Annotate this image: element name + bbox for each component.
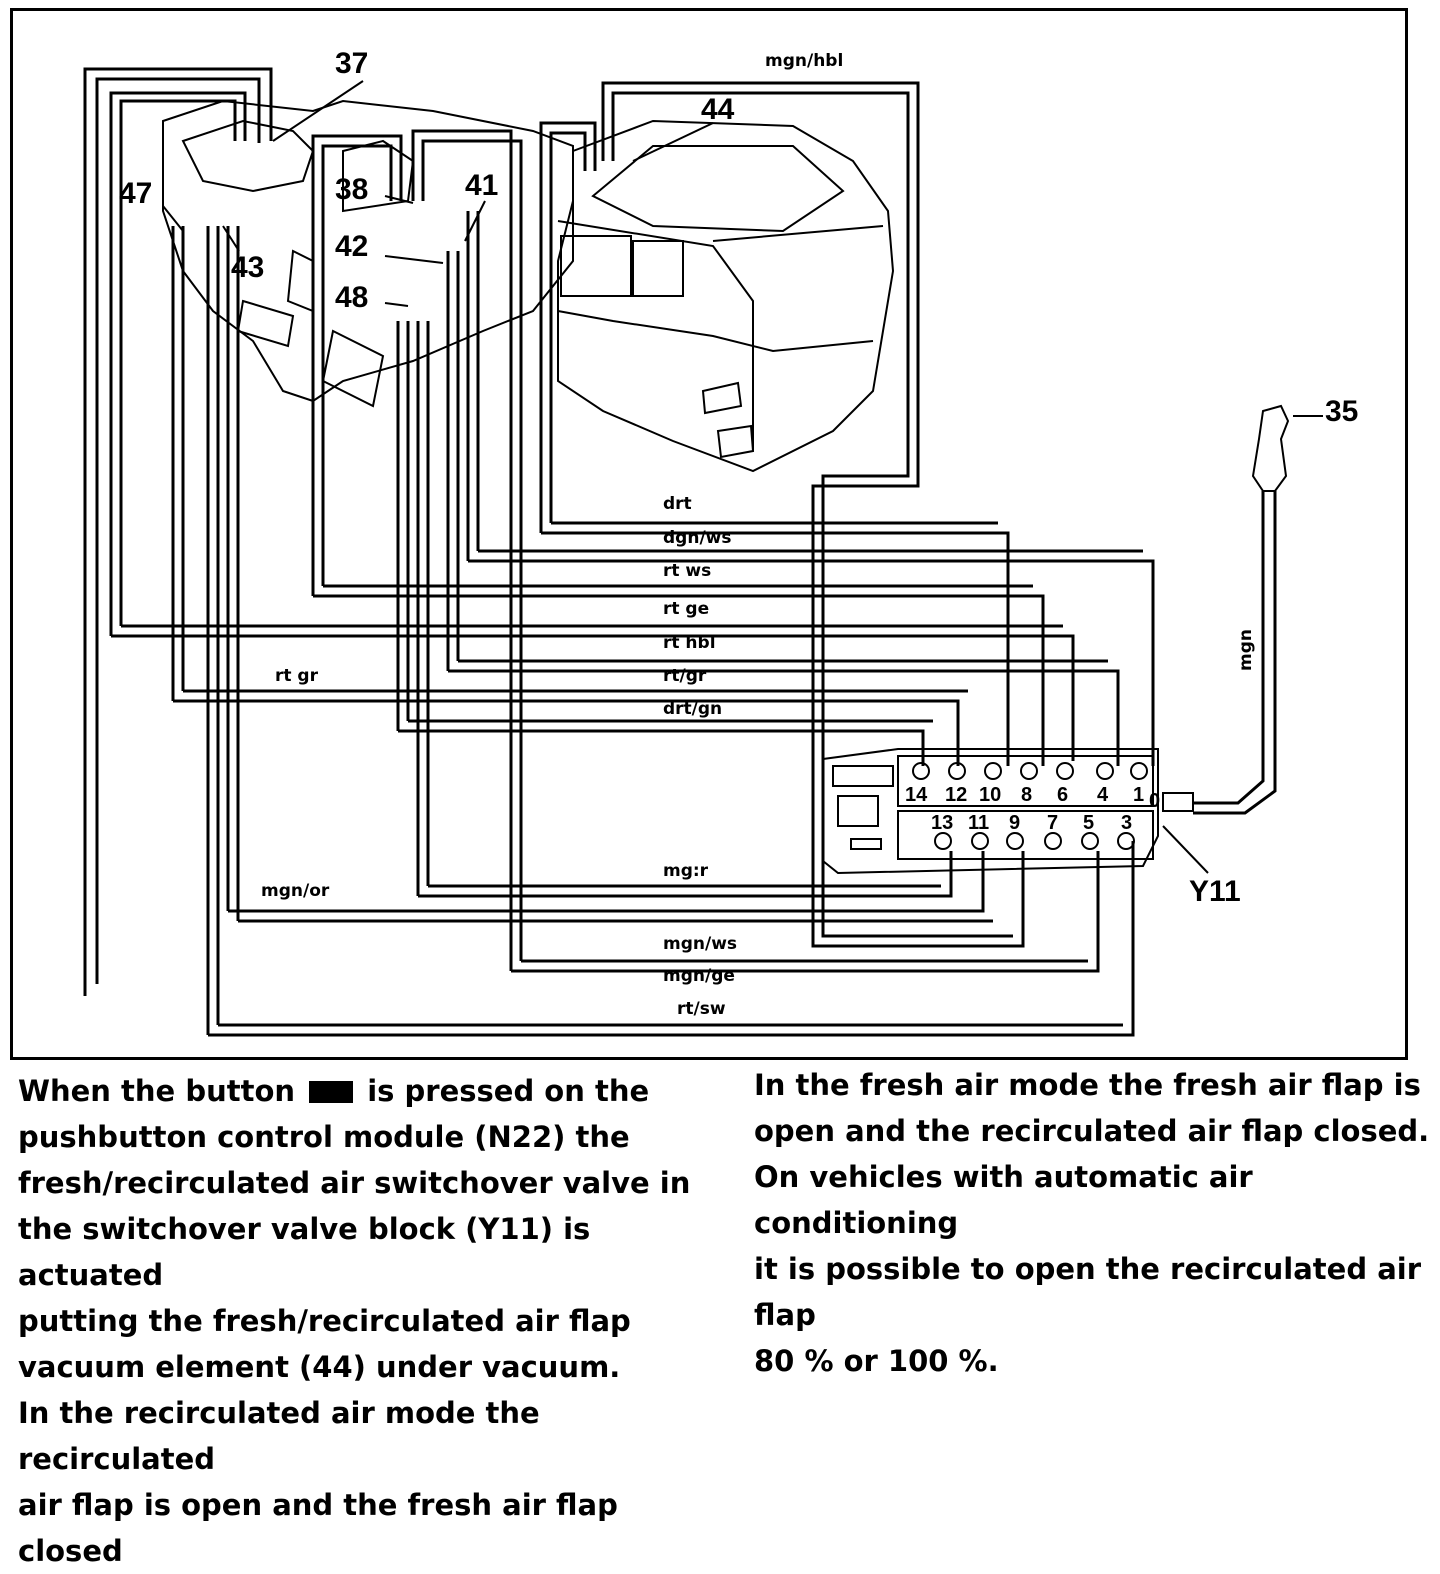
port-14: 14	[905, 784, 928, 806]
port-12: 12	[945, 784, 967, 806]
text-line: vacuum element (44) under vacuum.	[18, 1350, 621, 1384]
text-line: putting the fresh/recirculated air flap	[18, 1304, 631, 1338]
recirculation-button-icon	[309, 1081, 354, 1103]
callout-41: 41	[465, 169, 498, 202]
port-8: 8	[1021, 784, 1032, 806]
heater-housing	[162, 99, 574, 408]
port-4: 4	[1097, 784, 1109, 806]
hose-label-rt-hbl: rt hbl	[663, 633, 716, 653]
port-numbers-bottom: 13 11 9 7 5 3	[931, 812, 1132, 834]
port-6: 6	[1057, 784, 1068, 806]
hose-label-drt-gn: drt/gn	[663, 699, 722, 719]
port-1: 1	[1133, 784, 1144, 806]
hose-label-rt-ge: rt ge	[663, 599, 709, 619]
hose-label-mg-partial: mg:r	[663, 861, 709, 881]
text-line: fresh/recirculated air switchover valve …	[18, 1166, 691, 1200]
callout-38: 38	[335, 173, 368, 206]
port-7: 7	[1047, 812, 1058, 834]
text-line: In the recirculated air mode the recircu…	[18, 1396, 540, 1476]
port-0: 0	[1149, 790, 1160, 812]
hose-label-rt-ws: rt ws	[663, 561, 711, 581]
callout-42: 42	[335, 230, 368, 263]
text-line: open and the recirculated air flap close…	[754, 1114, 1430, 1148]
callout-48: 48	[335, 281, 368, 314]
text-segment: is pressed on the	[367, 1074, 650, 1108]
text-segment: When the button	[18, 1074, 296, 1108]
hose-label-mgn-or: mgn/or	[261, 881, 330, 901]
description-left: When the button is pressed on the pushbu…	[18, 1068, 718, 1574]
vacuum-hose-diagram: 37 44 38 41 47 42 43 48 35 Y11 mgn/hbl d…	[83, 47, 1358, 1037]
switchover-valve-block	[822, 748, 1194, 875]
hose-label-rt-sw: rt/sw	[677, 999, 726, 1019]
hose-label-mgn-hbl: mgn/hbl	[765, 51, 843, 71]
diagram-frame: 37 44 38 41 47 42 43 48 35 Y11 mgn/hbl d…	[10, 8, 1408, 1060]
text-line: pushbutton control module (N22) the	[18, 1120, 630, 1154]
description-right: In the fresh air mode the fresh air flap…	[754, 1062, 1434, 1384]
callout-47: 47	[119, 177, 152, 210]
text-line: 80 % or 100 %.	[754, 1344, 999, 1378]
text-line: When the button is pressed on the	[18, 1068, 718, 1114]
callout-37: 37	[335, 47, 368, 80]
port-9: 9	[1009, 812, 1020, 834]
port-10: 10	[979, 784, 1001, 806]
port-numbers-top: 14 12 10 8 6 4 1	[905, 784, 1144, 806]
callout-43: 43	[231, 251, 264, 284]
text-line: In the fresh air mode the fresh air flap…	[754, 1068, 1421, 1102]
text-line: it is possible to open the recirculated …	[754, 1252, 1421, 1332]
callout-y11: Y11	[1189, 875, 1241, 908]
port-13: 13	[931, 812, 953, 834]
text-line: On vehicles with automatic air condition…	[754, 1160, 1253, 1240]
hose-label-mgn-ge: mgn/ge	[663, 966, 735, 986]
text-line: air flap is open and the fresh air flap …	[18, 1488, 618, 1568]
port-11: 11	[968, 812, 989, 834]
callout-44: 44	[701, 93, 735, 126]
hose-label-dgn-ws: dgn/ws	[663, 528, 731, 548]
hose-routes	[83, 67, 1323, 1037]
hose-label-drt: drt	[663, 494, 692, 514]
hose-label-mgn: mgn	[1236, 629, 1256, 671]
callout-35: 35	[1325, 395, 1358, 428]
hose-label-mgn-ws: mgn/ws	[663, 934, 737, 954]
text-line: the switchover valve block (Y11) is actu…	[18, 1212, 591, 1292]
port-5: 5	[1083, 812, 1094, 834]
hose-label-rt-gr: rt/gr	[663, 666, 707, 686]
air-distribution-box	[557, 119, 895, 473]
hose-label-rt-gr-left: rt gr	[275, 666, 319, 686]
port-3: 3	[1121, 812, 1132, 834]
